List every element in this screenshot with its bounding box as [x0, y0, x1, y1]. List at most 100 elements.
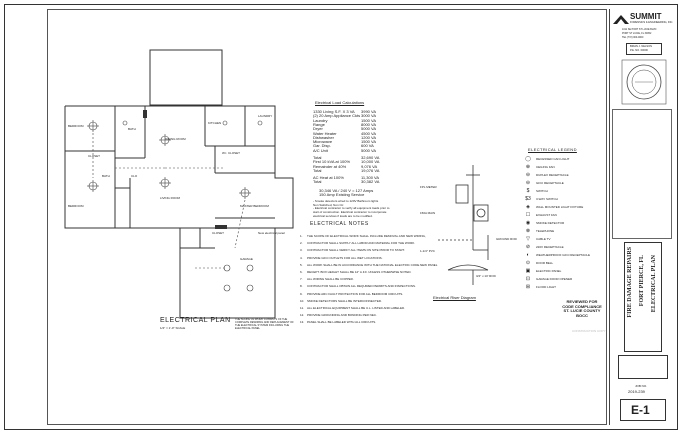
room-label: BATH	[128, 127, 136, 131]
floor-plan	[64, 49, 294, 319]
load-calculations: Electrical Load Calculations 1330 Living…	[311, 101, 389, 221]
legend-symbol-icon: ◉	[525, 220, 531, 226]
summit-logo-icon	[613, 15, 629, 24]
legend-symbol-icon: $	[526, 188, 530, 194]
note-text: RECEPT. BOX HEIGHT SHALL BE 12" A.F.F. U…	[307, 270, 412, 274]
load-note: - Electrical contractor to verify all eq…	[313, 206, 390, 211]
legend-label: CEILING FAN	[536, 165, 555, 169]
company-address: 1011 SE PORT ST LUCIE BLVD	[622, 28, 657, 31]
load-value: 10,000 VA	[361, 159, 380, 165]
riser-diagram	[438, 165, 489, 285]
engineer-info-box: BRIAN J. NELSON P.E. NO. 00000	[626, 43, 662, 55]
note-number: 2.	[300, 241, 303, 246]
legend-symbol-icon: $3	[525, 196, 531, 202]
load-value: 1200 VA	[361, 134, 377, 140]
load-item: AC Heat at 100%	[313, 174, 344, 180]
legend-symbol-icon: ▣	[525, 268, 531, 274]
title-block: SUMMIT FORENSICS & ENGINEERING, INC. 101…	[609, 9, 675, 425]
note-text: PROVIDE GROUNDING AND BONDING PER NEC.	[307, 313, 377, 318]
legend-label: SWITCH	[536, 189, 548, 193]
room-label: W.I. CLOSET	[222, 151, 241, 155]
load-value: 32,690 VA	[361, 155, 380, 160]
load-value: 11,300 VA	[361, 174, 380, 180]
room-label: BEDROOM	[68, 124, 84, 128]
room-label: CLOSET	[212, 231, 225, 235]
note-text: CONTRACTOR SHALL SUPPLY ALL LABOR AND MA…	[307, 241, 416, 246]
stamp-line: CODE COMPLIANCE	[562, 303, 602, 309]
legend-symbol-icon: ⊡	[525, 276, 531, 282]
note-number: 3.	[300, 248, 303, 253]
load-item: Remainder at 40%	[313, 163, 347, 169]
panel-callout: New electrical panel	[258, 231, 285, 235]
review-stamp: REVIEWED FOR CODE COMPLIANCE ST. LUCIE C…	[558, 299, 606, 318]
legend-label: FLOOD LIGHT	[536, 285, 557, 289]
legend-label: GFCI RECEPTACLE	[536, 181, 564, 185]
service-line: 150 Amp Existing Service	[319, 191, 365, 197]
sheet-number: E-1	[631, 403, 650, 417]
company-subtitle: FORENSICS & ENGINEERING, INC.	[630, 21, 674, 24]
legend-label: TELEPHONE	[536, 229, 555, 233]
legend-symbol-icon: ⊗	[525, 228, 531, 234]
legend-symbol-icon: ⊖	[525, 172, 531, 178]
load-value: 19,076 VA	[361, 167, 380, 173]
note-text: PANEL SHALL BE LABELED WITH ALL CIRCUITS…	[307, 320, 377, 325]
project-line: FORT PIERCE, FL	[639, 255, 645, 307]
riser-label: FPL METER	[420, 185, 437, 189]
legend-symbol-icon: ◯	[525, 156, 531, 162]
load-item: Range	[313, 121, 325, 127]
legend-symbol-icon: ⊙	[525, 260, 531, 266]
load-value: 600 VA	[361, 143, 374, 149]
load-item: Dishwasher	[313, 134, 334, 140]
legend-label: DOOR BELL	[536, 261, 554, 265]
room-label: CLO	[131, 174, 138, 178]
riser-label: 3/4" x 10' ROD	[476, 274, 496, 278]
sheet-border	[4, 4, 678, 430]
load-value: 8000 VA	[361, 121, 377, 127]
notes-title: ELECTRICAL NOTES	[310, 221, 369, 227]
legend-symbol-icon: ◈	[526, 204, 530, 210]
load-item: Gar. Disp.	[313, 143, 331, 149]
legend-label: SMOKE DETECTOR	[536, 221, 565, 225]
note-number: 12.	[300, 313, 305, 318]
note-text: CONTRACTOR SHALL VERIFY ALL ITEMS ON SIT…	[307, 248, 405, 253]
note-number: 8.	[300, 284, 303, 289]
load-item: Total	[313, 167, 322, 173]
date-box	[618, 355, 668, 379]
note-number: 13.	[300, 320, 305, 325]
load-value: 5000 VA	[361, 126, 377, 132]
riser-label: 150A MAIN	[420, 211, 436, 215]
legend-label: WALL MOUNTED LIGHT FIXTURE	[536, 205, 584, 209]
project-title-box: FIRE DAMAGE REPAIRS FORT PIERCE, FL ELEC…	[624, 242, 662, 352]
legend-label: ELECTRIC PANEL	[536, 269, 562, 273]
riser-title: Electrical Riser Diagram	[433, 295, 476, 300]
load-item: Dryer	[313, 126, 323, 132]
legend-symbol-icon: ◐	[526, 252, 530, 258]
note-number: 6.	[300, 270, 303, 274]
project-line: ELECTRICAL PLAN	[651, 255, 657, 313]
electrical-legend: ELECTRICAL LEGEND ◯RECESSED CAN LIGHT⊕CE…	[524, 148, 604, 298]
legend-label: RECESSED CAN LIGHT	[536, 157, 570, 161]
note-text: ALL WORK SHALL BE IN ACCORDANCE WITH THE…	[307, 262, 421, 267]
load-item: Laundry	[313, 117, 328, 123]
electrical-notes: ELECTRICAL NOTES 1.THE SCOPE OF ELECTRIC…	[300, 221, 426, 332]
load-note: electrical services if loads are to be m…	[313, 213, 373, 218]
load-item: Total	[313, 155, 322, 160]
load-value: 30,382 VA	[361, 179, 380, 185]
job-number-label: JOB NO.	[635, 384, 648, 388]
note-text: PROVIDE GFCI OUTLETS FOR ALL WET LOCATIO…	[307, 255, 383, 260]
scope-note: THE SCOPE OF WORK CONSISTS OF THE COMPLE…	[235, 318, 294, 331]
note-number: 4.	[300, 255, 303, 260]
job-number: 2019-239	[628, 389, 645, 394]
note-text: SMOKE DETECTORS SHALL BE INTERCONNECTED.	[307, 298, 382, 303]
load-item: Microwave	[313, 139, 333, 145]
legend-label: GARAGE DOOR OPENER	[536, 277, 573, 281]
room-label: BATH	[102, 174, 110, 178]
legend-label: 3-WAY SWITCH	[536, 197, 558, 201]
legend-symbol-icon: ☐	[525, 212, 531, 218]
room-label: GARAGE	[240, 257, 253, 261]
legend-title: ELECTRICAL LEGEND	[528, 147, 577, 152]
load-item: Total	[313, 179, 322, 185]
legend-label: DUPLEX RECEPTACLE	[536, 173, 569, 177]
room-label: DINING ROOM	[165, 137, 186, 141]
load-value: 1500 VA	[361, 139, 377, 145]
